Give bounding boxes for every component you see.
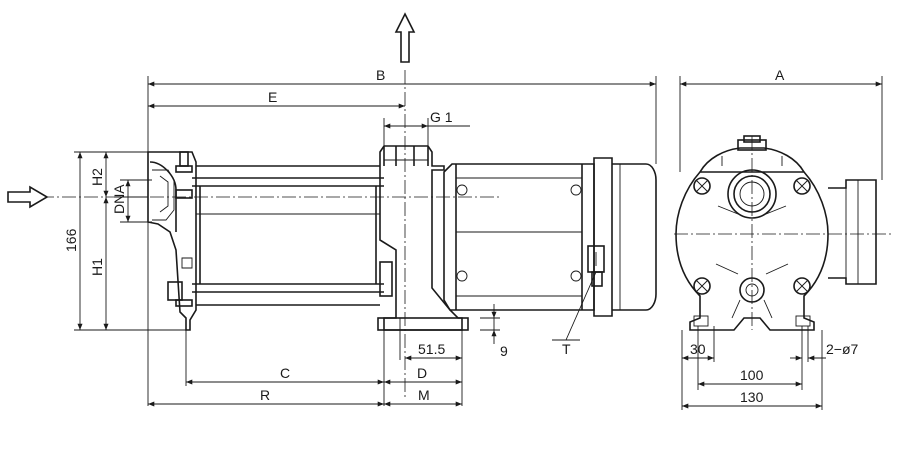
label-166: 166 (63, 228, 79, 252)
label-d: D (417, 365, 427, 381)
motor (443, 157, 657, 317)
label-9: 9 (500, 343, 508, 359)
bolt-boss-tl (693, 177, 711, 195)
label-dna: DNA (111, 184, 127, 214)
label-130: 130 (740, 389, 764, 405)
label-51-5: 51.5 (418, 341, 445, 357)
label-holes: 2−ø7 (826, 341, 859, 357)
label-g: G 1 (430, 109, 453, 125)
label-terminal: T (562, 341, 571, 357)
end-view: A 30 100 130 2−ø7 (674, 67, 892, 410)
side-dimensions (74, 76, 657, 407)
inlet-arrow-icon (7, 185, 49, 209)
label-h2: H2 (89, 168, 105, 186)
label-e: E (268, 89, 277, 105)
label-30: 30 (690, 341, 706, 357)
discharge-casing (377, 145, 469, 331)
label-h1: H1 (89, 258, 105, 276)
suction-head (147, 151, 197, 331)
label-a: A (775, 67, 785, 83)
discharge-arrow-icon (394, 12, 416, 63)
label-100: 100 (740, 367, 764, 383)
bolt-boss-bl (693, 277, 711, 295)
label-r: R (260, 387, 270, 403)
bolt-boss-tr (793, 177, 811, 195)
label-b: B (376, 67, 385, 83)
side-view: B E G 1 C D R M 51.5 9 T 166 H2 H1 DNA (7, 12, 657, 407)
label-c: C (280, 365, 290, 381)
label-m: M (418, 387, 430, 403)
bolt-boss-br (793, 277, 811, 295)
terminal-leader (565, 271, 597, 341)
pump-body (192, 165, 384, 306)
